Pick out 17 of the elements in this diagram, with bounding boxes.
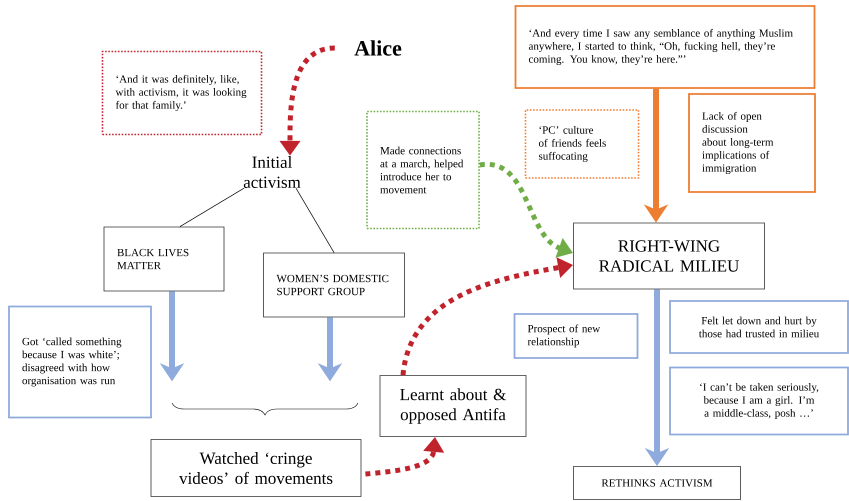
quote-box: ‘I can’t be taken seriously, because I am a girl. I’m a middle-class, posh …’ <box>669 366 849 436</box>
stage-box: Watched ‘cringe videos’ of movements <box>150 439 362 497</box>
stage-box: Learnt about & opposed Antifa <box>380 375 526 437</box>
stage-label: Initial activism <box>244 156 301 188</box>
note-box: Felt let down and hurt by those had trusted in milieu <box>669 300 849 354</box>
note-box: Lack of open discussion about long-term implications of immigration <box>688 93 816 193</box>
name-label: Alice <box>354 40 402 56</box>
group-box: WOMEN’S DOMESTIC SUPPORT GROUP <box>263 252 405 318</box>
note-box: ‘PC’ culture of friends feels suffocating <box>524 109 640 179</box>
quote-box: ‘And every time I saw any semblance of anything Muslim anywhere, I started to think, “Oh, fucking hell, they’re coming. You know, they’re here.”’ <box>514 5 816 89</box>
note-box: Prospect of new relationship <box>514 313 638 359</box>
note-box: Got ‘called something because I was white’; disagreed with how organisation was run <box>8 306 152 418</box>
stage-box: RETHINKS ACTIVISM <box>573 466 741 500</box>
stage-box: RIGHT-WING RADICAL MILIEU <box>573 222 765 290</box>
group-box: BLACK LIVES MATTER <box>104 226 224 292</box>
quote-box: ‘And it was definitely, like, with activism, it was looking for that family.’ <box>102 50 262 136</box>
note-box: Made connections at a march, helped introduce her to movement <box>366 110 480 230</box>
